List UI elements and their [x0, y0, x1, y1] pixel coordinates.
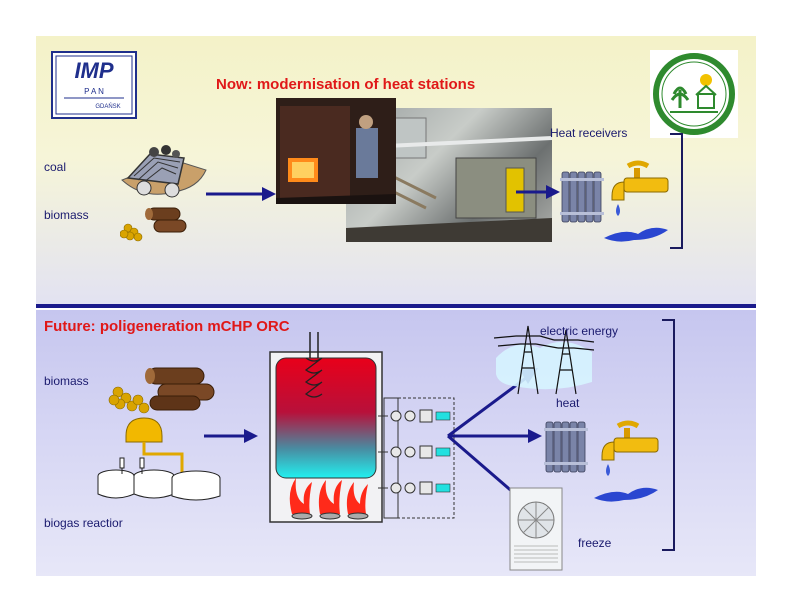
electric-energy-label: electric energy	[540, 324, 619, 338]
biomass-label-bottom: biomass	[44, 374, 89, 388]
freeze-label: freeze	[578, 536, 612, 550]
coal-wagon-image	[114, 140, 210, 210]
top-title: Now: modernisation of heat stations	[216, 76, 476, 93]
water-tap-icon-bottom	[594, 420, 660, 504]
radiator-icon-bottom	[542, 418, 590, 476]
heat-station-photo-1	[276, 98, 396, 204]
orc-boiler-diagram	[262, 328, 468, 528]
bottom-title: Future: poligeneration mCHP ORC	[44, 318, 290, 335]
water-tap-icon-top	[604, 160, 670, 244]
arrow-to-boiler	[202, 426, 260, 446]
radiator-icon-top	[558, 168, 606, 226]
slide: IMP P A N GDAŃSK Now: modernisation of h…	[36, 36, 756, 576]
section-divider	[36, 304, 756, 308]
bracket-top	[668, 132, 688, 252]
heat-receivers-label: Heat receivers	[550, 126, 628, 140]
arrow-to-heat-station	[204, 184, 278, 204]
biomass-label-top: biomass	[44, 208, 89, 222]
coal-label: coal	[44, 160, 67, 174]
bracket-bottom	[660, 318, 680, 554]
imp-logo-text: IMP	[74, 58, 113, 83]
cluster-logo	[650, 50, 738, 138]
electric-pylons-image	[494, 318, 594, 398]
biomass-wood-image-bottom	[108, 362, 218, 416]
cooling-unit-image	[508, 486, 564, 572]
imp-pan-logo: IMP P A N GDAŃSK	[50, 50, 138, 120]
biomass-wood-image-top	[120, 202, 190, 242]
arrow-to-heat-receivers	[514, 182, 562, 202]
heat-label: heat	[556, 396, 580, 410]
biogas-reactor-image	[92, 414, 228, 506]
biogas-reactor-label: biogas reactior	[44, 516, 123, 530]
pan-logo-text: P A N	[84, 87, 104, 96]
gdansk-logo-text: GDAŃSK	[95, 103, 120, 110]
